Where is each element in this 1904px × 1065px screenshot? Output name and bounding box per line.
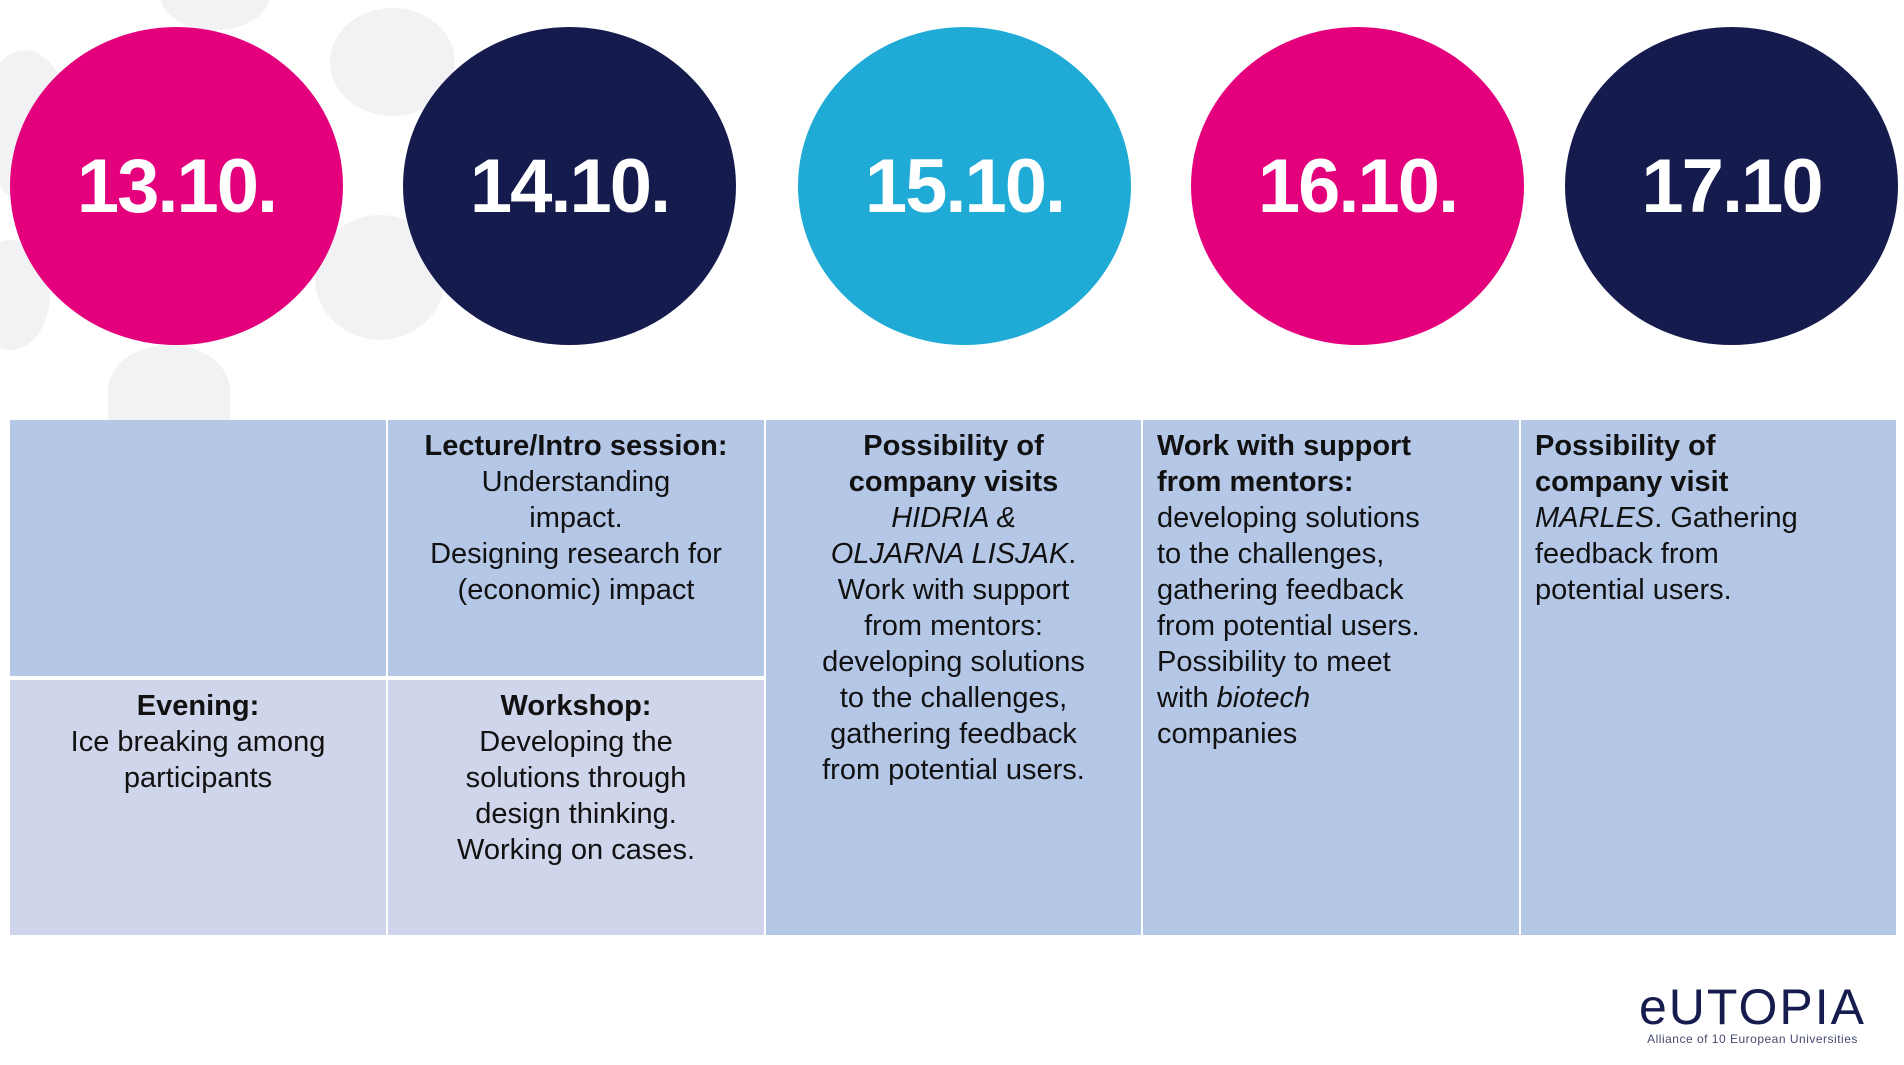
day3-company: HIDRIA & xyxy=(891,502,1016,534)
day5-line: . Gathering xyxy=(1654,502,1798,534)
day3-line: from potential users. xyxy=(822,754,1085,786)
workshop-line: design thinking. xyxy=(475,798,677,830)
lecture-line: Understanding xyxy=(481,466,671,498)
lecture-line: Designing research for xyxy=(430,538,722,570)
day5-company: MARLES xyxy=(1535,502,1655,534)
workshop-line: solutions through xyxy=(465,762,687,794)
day4-title: Work with support xyxy=(1157,430,1412,462)
day4-cell: Work with support from mentors: developi… xyxy=(1143,420,1519,935)
day1-evening-cell: Evening: Ice breaking among participants xyxy=(10,680,386,935)
day4-line: developing solutions xyxy=(1157,502,1420,534)
day5-line: potential users. xyxy=(1535,574,1732,606)
day5-cell: Possibility of company visit MARLES. Gat… xyxy=(1521,420,1896,935)
workshop-line: Working on cases. xyxy=(456,834,696,866)
day3-cell: Possibility of company visits HIDRIA & O… xyxy=(766,420,1141,935)
logo-tagline: Alliance of 10 European Universities xyxy=(1647,1032,1858,1046)
day3-title: Possibility of xyxy=(863,430,1044,462)
date-circle-5: 17.10 xyxy=(1565,27,1898,345)
day3-company: OLJARNA LISJAK xyxy=(830,538,1069,570)
day5-line: feedback from xyxy=(1535,538,1719,570)
day4-line: with xyxy=(1157,682,1217,714)
day4-line: companies xyxy=(1157,718,1298,750)
day4-line: gathering feedback xyxy=(1157,574,1404,606)
day3-line: gathering feedback xyxy=(830,718,1077,750)
evening-title: Evening: xyxy=(136,690,260,722)
day4-title: from mentors: xyxy=(1157,466,1354,498)
workshop-title: Workshop: xyxy=(500,690,652,722)
day4-line: to the challenges, xyxy=(1157,538,1385,570)
lecture-line: impact. xyxy=(529,502,623,534)
evening-line: Ice breaking among xyxy=(70,726,326,758)
day5-title: company visit xyxy=(1535,466,1729,498)
day4-biotech: biotech xyxy=(1216,682,1311,714)
date-circle-2: 14.10. xyxy=(403,27,736,345)
day5-title: Possibility of xyxy=(1535,430,1716,462)
day3-line: to the challenges, xyxy=(839,682,1068,714)
date-circle-3: 15.10. xyxy=(798,27,1131,345)
date-circle-1: 13.10. xyxy=(10,27,343,345)
day3-title: company visits xyxy=(848,466,1059,498)
day3-line: Work with support xyxy=(837,574,1070,606)
evening-line: participants xyxy=(123,762,273,794)
day3-line: from mentors: xyxy=(864,610,1043,642)
lecture-title: Lecture/Intro session: xyxy=(424,430,728,462)
day3-line: developing solutions xyxy=(822,646,1085,678)
logo-wordmark: eUTOPIA xyxy=(1638,979,1867,1035)
lecture-line: (economic) impact xyxy=(457,574,695,606)
eutopia-logo: eUTOPIA Alliance of 10 European Universi… xyxy=(1630,982,1875,1046)
day3-punct: . xyxy=(1068,538,1077,570)
day2-workshop-cell: Workshop: Developing the solutions throu… xyxy=(388,680,764,935)
day1-empty-cell xyxy=(10,420,386,676)
workshop-line: Developing the xyxy=(479,726,673,758)
date-circle-4: 16.10. xyxy=(1191,27,1524,345)
day4-line: from potential users. xyxy=(1157,610,1420,642)
day2-lecture-cell: Lecture/Intro session: Understanding imp… xyxy=(388,420,764,676)
day4-line: Possibility to meet xyxy=(1157,646,1391,678)
